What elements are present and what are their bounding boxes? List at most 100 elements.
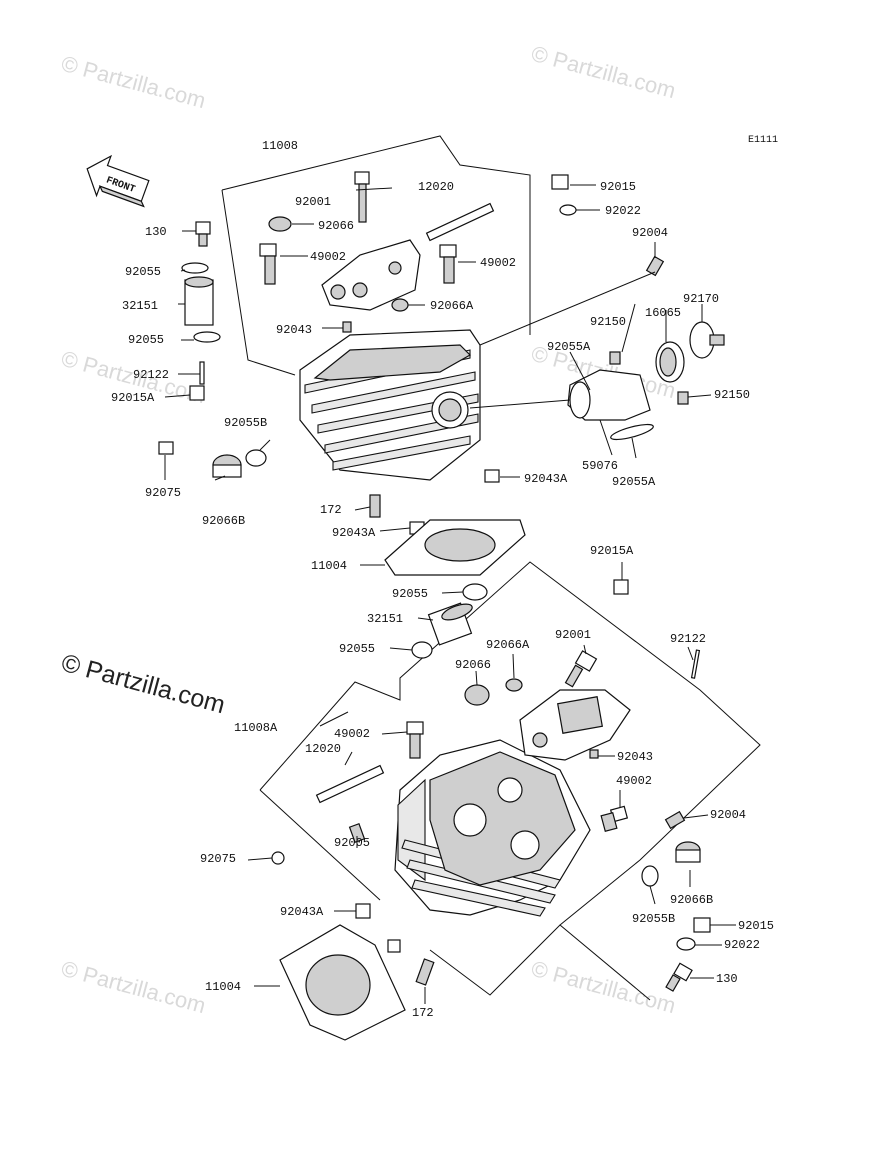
dowel-92043A-lower xyxy=(355,903,371,919)
part-92043A: 92043A xyxy=(524,472,568,486)
part-12020-lower: 12020 xyxy=(305,742,341,756)
watermark-main-symbol: © xyxy=(58,649,84,681)
front-cylinder-head xyxy=(394,739,591,917)
front-arrow-icon: FRONT xyxy=(86,154,150,208)
part-32151-lower: 32151 xyxy=(367,612,403,626)
part-92066-lower: 92066 xyxy=(455,658,491,672)
part-92015: 92015 xyxy=(600,180,636,194)
oring-92055B-lower xyxy=(641,865,659,887)
watermark-1: © Partzilla.com xyxy=(59,51,209,114)
dowel-92043 xyxy=(342,321,352,333)
bolt-92001 xyxy=(354,171,370,223)
part-92066A-lower: 92066A xyxy=(486,638,530,652)
part-92015A: 92015A xyxy=(111,391,155,405)
cap-92066 xyxy=(268,216,292,232)
part-92055B-lower: 92055B xyxy=(632,912,675,926)
watermark-2: © Partzilla.com xyxy=(529,41,679,104)
stud-172 xyxy=(369,494,381,518)
part-92055-lower-a: 92055 xyxy=(392,587,428,601)
part-11004-lower: 11004 xyxy=(205,980,241,994)
part-92043: 92043 xyxy=(276,323,312,337)
part-172-lower: 172 xyxy=(412,1006,434,1020)
intake-holder-59076 xyxy=(567,369,651,421)
part-92122-lower: 92122 xyxy=(670,632,706,646)
part-92150-a: 92150 xyxy=(590,315,626,329)
part-92066B-lower: 92066B xyxy=(670,893,713,907)
stud-92004 xyxy=(645,255,665,277)
part-92066: 92066 xyxy=(318,219,354,233)
nut-92015-lower xyxy=(693,917,711,933)
part-32151: 32151 xyxy=(122,299,158,313)
nut-92015 xyxy=(551,174,569,190)
part-92055A: 92055A xyxy=(547,340,591,354)
valve-49002-lower-b xyxy=(600,805,629,833)
part-92075: 92075 xyxy=(145,486,181,500)
washer-92022-lower xyxy=(676,937,696,951)
part-92055B: 92055B xyxy=(224,416,267,430)
part-92122: 92122 xyxy=(133,368,169,382)
part-130: 130 xyxy=(145,225,167,239)
rocker-housing-lower xyxy=(519,689,631,761)
oring-92055-lower-a xyxy=(462,583,488,601)
part-92005: 92005 xyxy=(334,836,370,850)
cap-92066A-lower xyxy=(505,678,523,692)
watermark-5: © Partzilla.com xyxy=(59,956,209,1019)
part-92043A-lower: 92043A xyxy=(280,905,324,919)
part-49002-lower-a: 49002 xyxy=(334,727,370,741)
part-92150-b: 92150 xyxy=(714,388,750,402)
part-11004: 11004 xyxy=(311,559,347,573)
dowel-92043-lower xyxy=(589,749,599,759)
part-92043A-2: 92043A xyxy=(332,526,376,540)
shaft-12020-lower xyxy=(315,764,385,804)
cap-92066A xyxy=(391,298,409,312)
part-16065: 16065 xyxy=(645,306,681,320)
part-92022-lower: 92022 xyxy=(724,938,760,952)
part-92055A-2: 92055A xyxy=(612,475,656,489)
part-92066A: 92066A xyxy=(430,299,474,313)
part-92055-lower-b: 92055 xyxy=(339,642,375,656)
dowel-92043A-lower-2 xyxy=(387,939,401,953)
valve-49002-lower-a xyxy=(406,721,424,759)
part-130-lower: 130 xyxy=(716,972,738,986)
washer-92022 xyxy=(559,204,577,216)
part-92055-a: 92055 xyxy=(125,265,161,279)
part-92001-lower: 92001 xyxy=(555,628,591,642)
dowel-92043A-2 xyxy=(484,469,500,483)
plug-92075 xyxy=(158,441,174,455)
joint-16065 xyxy=(655,341,685,383)
part-172: 172 xyxy=(320,503,342,517)
bolt-92001-lower xyxy=(564,650,598,688)
part-92001: 92001 xyxy=(295,195,331,209)
plug-92075-lower xyxy=(271,851,285,865)
part-92043-lower: 92043 xyxy=(617,750,653,764)
plug-92005 xyxy=(348,823,366,843)
oring-92055B xyxy=(245,449,267,467)
oring-92055-b xyxy=(193,331,221,343)
part-11008A: 11008A xyxy=(234,721,278,735)
part-59076: 59076 xyxy=(582,459,618,473)
oring-92055-a xyxy=(181,262,209,274)
bolt-130 xyxy=(195,221,211,247)
part-11008: 11008 xyxy=(262,139,298,153)
watermark-main: © Partzilla.com xyxy=(58,649,228,720)
pin-92122 xyxy=(199,361,205,385)
part-92055-b: 92055 xyxy=(128,333,164,347)
cap-92066-lower xyxy=(464,684,490,706)
part-92015A-lower: 92015A xyxy=(590,544,634,558)
plug-92015A xyxy=(189,385,205,401)
oring-92055A xyxy=(610,423,654,441)
bolt-130-lower xyxy=(665,962,693,992)
gasket-11004-lower xyxy=(279,924,406,1041)
cap-92066B xyxy=(212,454,242,478)
part-92004: 92004 xyxy=(632,226,668,240)
stud-172-lower xyxy=(415,958,435,986)
plug-92015A-lower xyxy=(613,579,629,595)
part-12020: 12020 xyxy=(418,180,454,194)
sleeve-32151 xyxy=(184,276,214,326)
part-49002-a: 49002 xyxy=(310,250,346,264)
cap-92066B-lower xyxy=(675,841,701,863)
part-92015-lower: 92015 xyxy=(738,919,774,933)
screw-92150-b xyxy=(677,391,689,405)
part-49002-b: 49002 xyxy=(480,256,516,270)
